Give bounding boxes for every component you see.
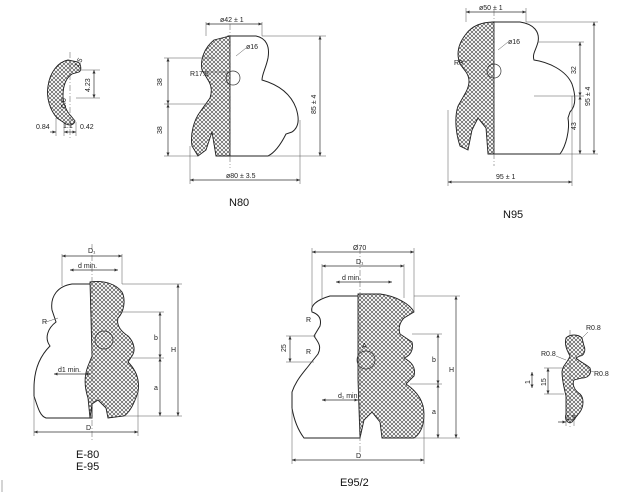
clip-dim-height: 4.23: [85, 78, 92, 92]
e95-dia70: Ø70: [353, 245, 366, 252]
n95-caption: N95: [503, 209, 523, 221]
e95-a: a: [432, 409, 436, 416]
e80-dmin: d min.: [78, 263, 97, 270]
e95-d1min: d₁ min.: [338, 393, 359, 400]
n95-section: [455, 21, 495, 155]
clip-dim-left: 0.84: [36, 124, 50, 131]
e95-A: A: [362, 343, 367, 350]
n80-body: [227, 35, 299, 157]
clip-dim-top: 1.5: [74, 57, 85, 69]
e95-caption-alt: E-95: [76, 461, 99, 473]
e95-caption: E95/2: [340, 477, 369, 489]
n80-h-lower: 38: [157, 126, 164, 134]
insulator-e80: D₁ d min. R b a H d1 min. D E-80 E-95: [33, 244, 182, 473]
n95-width: 95 ± 1: [496, 174, 516, 181]
n80-section: [191, 35, 231, 157]
n80-radius: R17.5: [190, 71, 209, 78]
n95-height: 95 ± 4: [585, 86, 592, 106]
n95-body: [491, 21, 576, 155]
e80-body: [33, 283, 93, 419]
clip-right-profile: [561, 334, 591, 423]
clip-right-r-top: R0.8: [586, 325, 601, 332]
e80-b: b: [154, 335, 158, 342]
e80-radius: R: [42, 319, 47, 326]
clip-right-v15: 15: [541, 378, 548, 386]
clip-profile: [47, 59, 82, 126]
e80-H: H: [171, 347, 176, 354]
insulator-n80: ø42 ± 1 ø16 R17.5 38 38 85 ± 4 ø80 ± 3.5…: [157, 17, 326, 209]
e95-H: H: [449, 367, 454, 374]
n95-h-upper: 32: [571, 66, 578, 74]
n95-top-dia: ø50 ± 1: [479, 5, 503, 12]
clip-dim-right: 0.42: [80, 124, 94, 131]
clip-detail-right: R0.8 R0.8 R0.8 15 1 1.5: [525, 325, 609, 428]
clip-dim-center: 1.1: [63, 123, 73, 130]
e95-body: [291, 295, 361, 439]
e95-hole: [356, 350, 376, 370]
clip-dim-mid: 0.6: [61, 98, 68, 108]
e95-v25: 25: [281, 344, 288, 352]
clip-right-r-low: R0.8: [594, 371, 609, 378]
n95-h-lower: 43: [571, 122, 578, 130]
n80-h-upper: 38: [157, 78, 164, 86]
e95-section: [357, 293, 425, 439]
n80-top-dia: ø42 ± 1: [220, 17, 244, 24]
n80-hole-dia: ø16: [246, 44, 258, 51]
insulator-n95: ø50 ± 1 ø16 R8 32 43 95 ± 4 95 ± 1 N95: [447, 5, 598, 221]
e80-d1min: d1 min.: [58, 367, 81, 374]
n95-hole-dia: ø16: [508, 39, 520, 46]
e80-caption: E-80: [76, 449, 99, 461]
e95-dmin: d min.: [342, 275, 361, 282]
e95-r-mid: R: [306, 349, 311, 356]
clip-right-v15b: 1.5: [566, 415, 576, 422]
e95-D: D: [356, 453, 361, 460]
n80-height: 85 ± 4: [311, 94, 318, 114]
insulator-e95-2: Ø70 D₁ d min. R R 25 A b a H d₁ min. D E…: [281, 245, 460, 489]
n95-radius: R8: [454, 60, 463, 67]
clip-right-v1: 1: [525, 380, 532, 384]
n80-base-dia: ø80 ± 3.5: [226, 173, 256, 180]
n80-hole: [225, 70, 241, 86]
e95-r-top: R: [306, 317, 311, 324]
e80-hole: [94, 330, 114, 350]
e80-section: [84, 281, 139, 419]
clip-right-r-mid: R0.8: [541, 351, 556, 358]
e95-d1: D₁: [356, 259, 364, 266]
clip-detail-small: 4.23 1.5 0.6 0.84 1.1 0.42: [36, 52, 100, 140]
e95-b: b: [432, 357, 436, 364]
e80-a: a: [154, 385, 158, 392]
e80-d1: D₁: [88, 248, 96, 255]
e80-D: D: [86, 425, 91, 432]
n80-caption: N80: [229, 197, 249, 209]
